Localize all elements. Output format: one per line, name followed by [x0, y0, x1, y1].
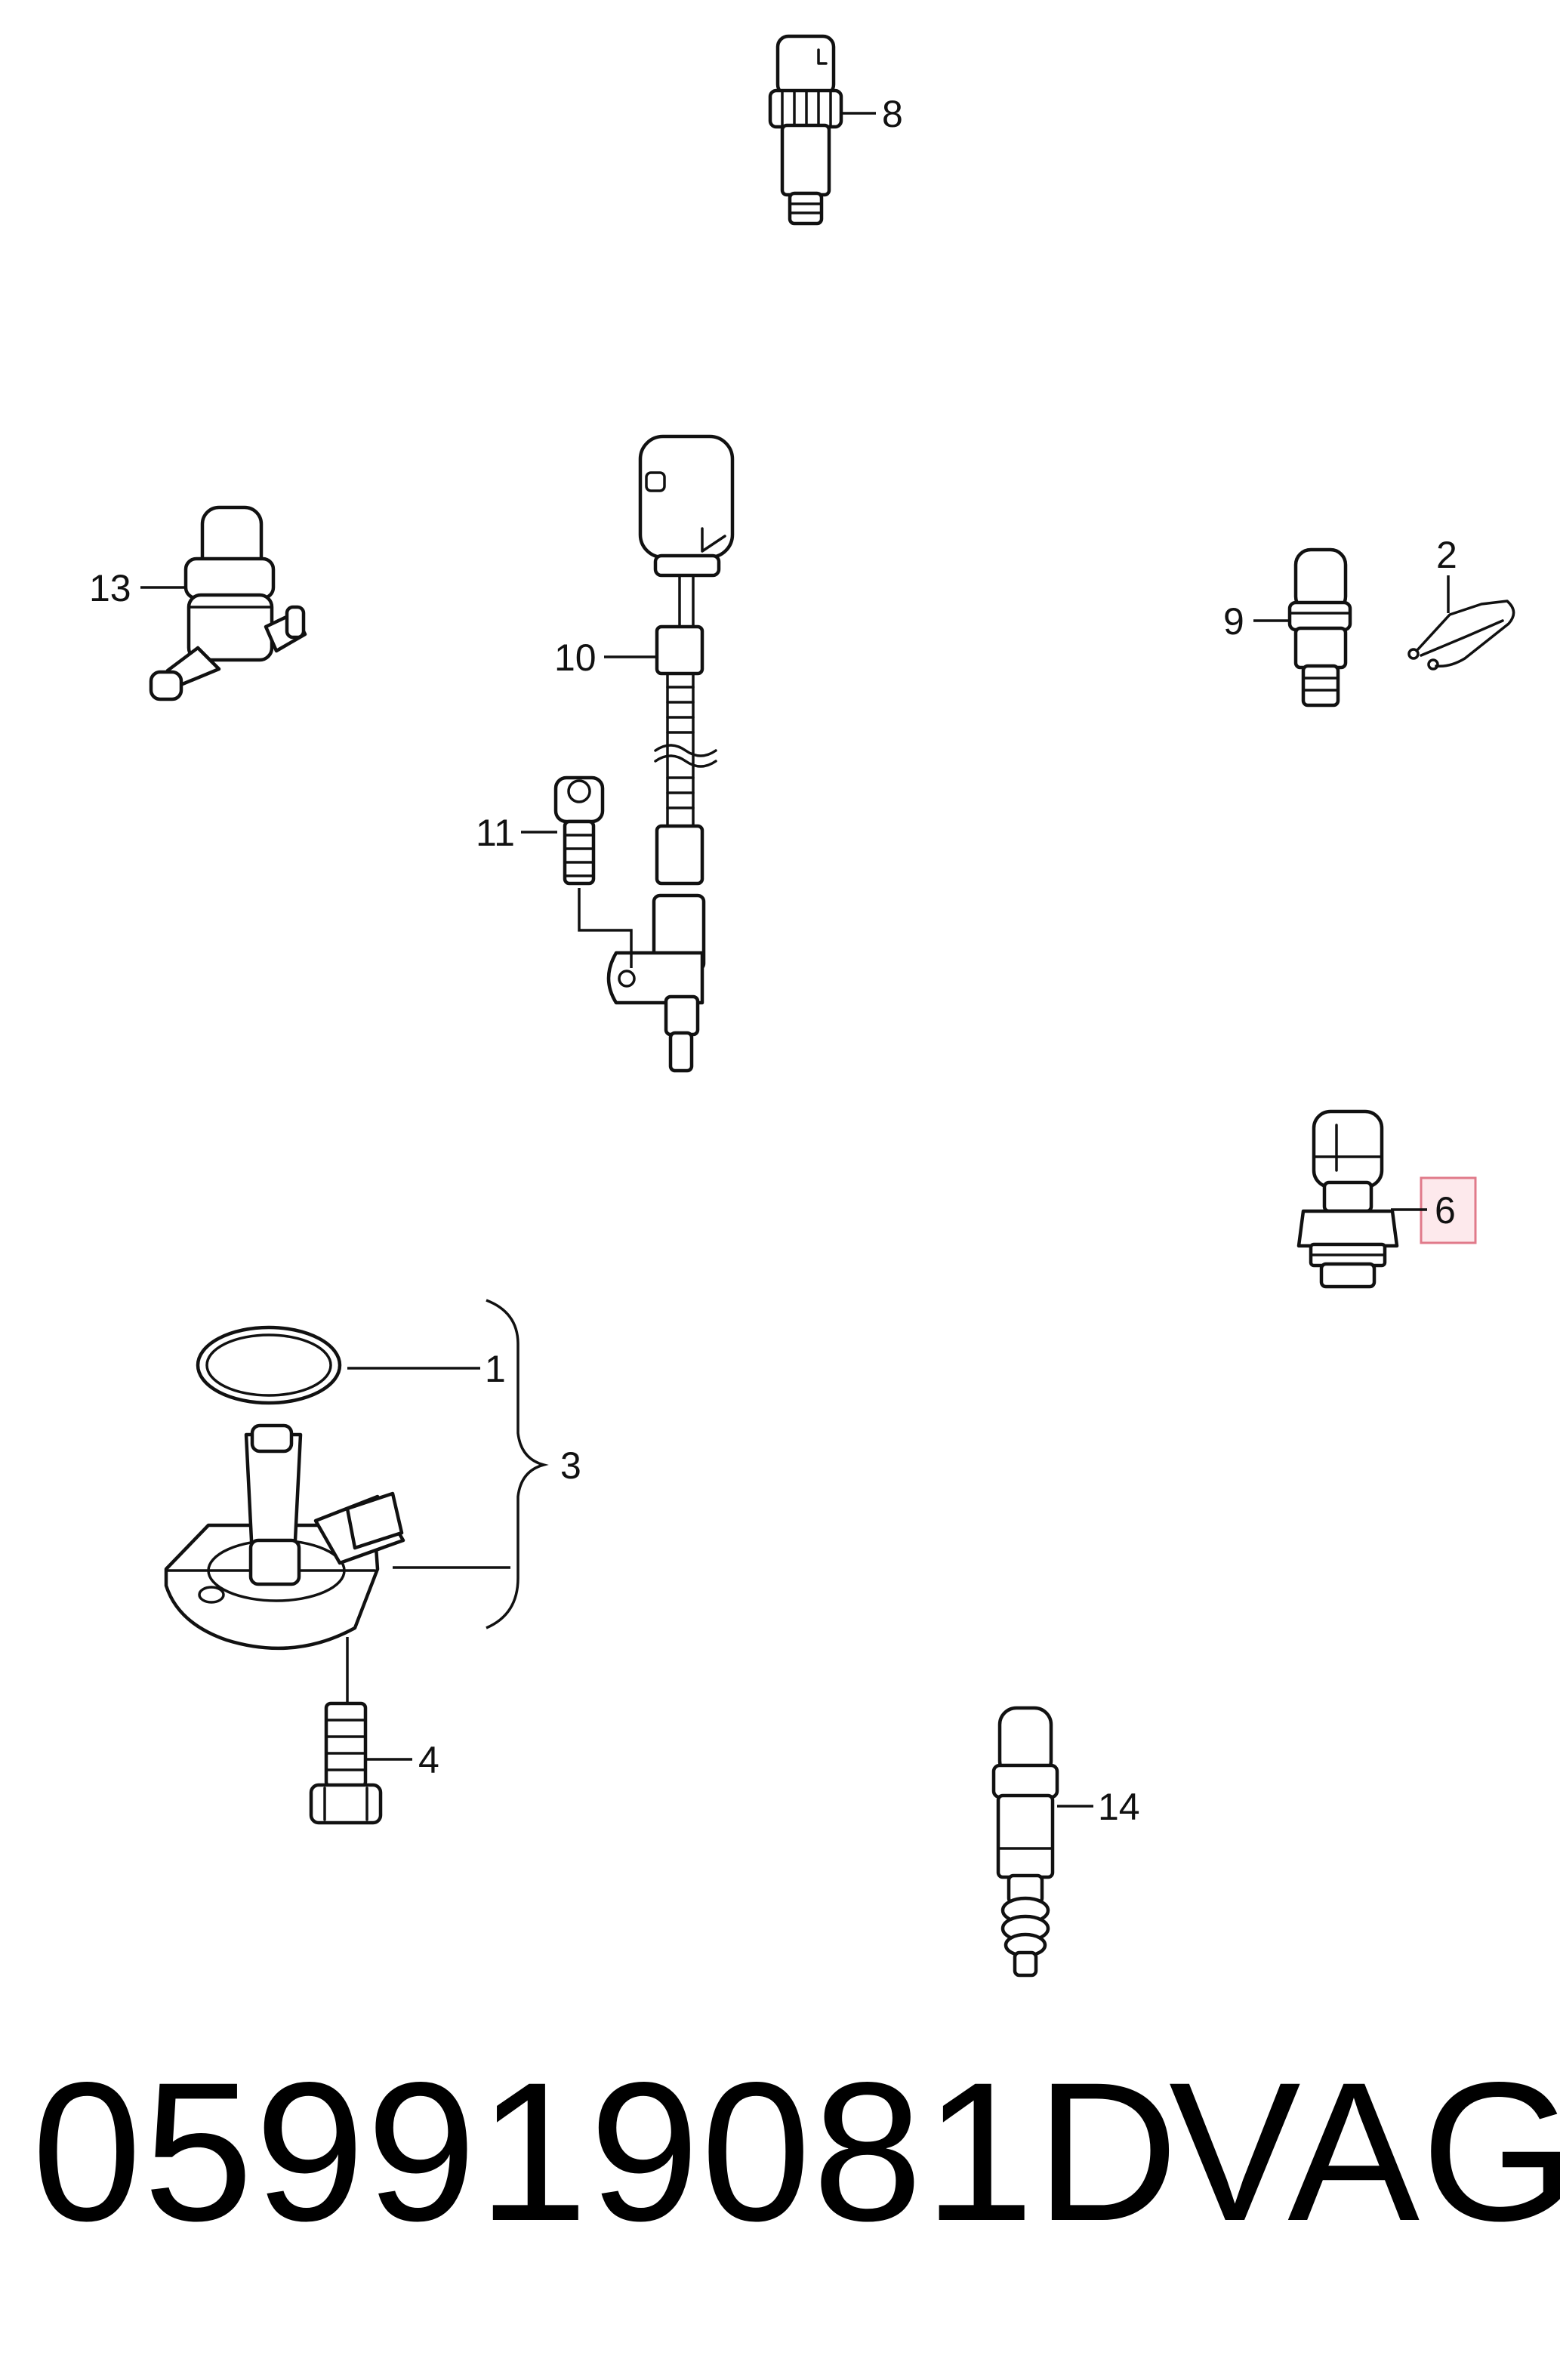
- footer: 059919081D VAG: [0, 2039, 1560, 2265]
- callout-3: 3: [560, 1444, 581, 1487]
- callout-9: 9: [1223, 600, 1244, 643]
- part-9-sensor: [1287, 547, 1352, 708]
- callout-13: 13: [89, 567, 131, 609]
- part-8-sensor: [768, 34, 843, 226]
- callout-1: 1: [485, 1348, 506, 1390]
- part-6-pressure-switch: [1296, 1109, 1399, 1289]
- part-14-sensor: [991, 1706, 1059, 1978]
- callout-11: 11: [476, 812, 515, 854]
- part-2-clip: [1407, 600, 1515, 671]
- assembly-bracket-3: [486, 1299, 549, 1629]
- part-4-bolt: [309, 1637, 383, 1825]
- oil-level-sensor: [164, 1423, 405, 1651]
- brand-name: VAG: [1169, 2041, 1560, 2262]
- callout-2: 2: [1436, 534, 1457, 576]
- callout-4: 4: [418, 1739, 439, 1781]
- part-13-valve: [149, 505, 307, 701]
- callout-6: 6: [1435, 1189, 1456, 1232]
- callout-8: 8: [882, 93, 903, 135]
- callout-14: 14: [1098, 1786, 1140, 1828]
- part-11-bolt: [553, 775, 633, 968]
- callout-10: 10: [554, 637, 597, 679]
- part-number: 059919081D: [32, 2041, 1180, 2262]
- part-1-o-ring: [196, 1325, 342, 1405]
- part-10-sensor-cable: [606, 434, 735, 1073]
